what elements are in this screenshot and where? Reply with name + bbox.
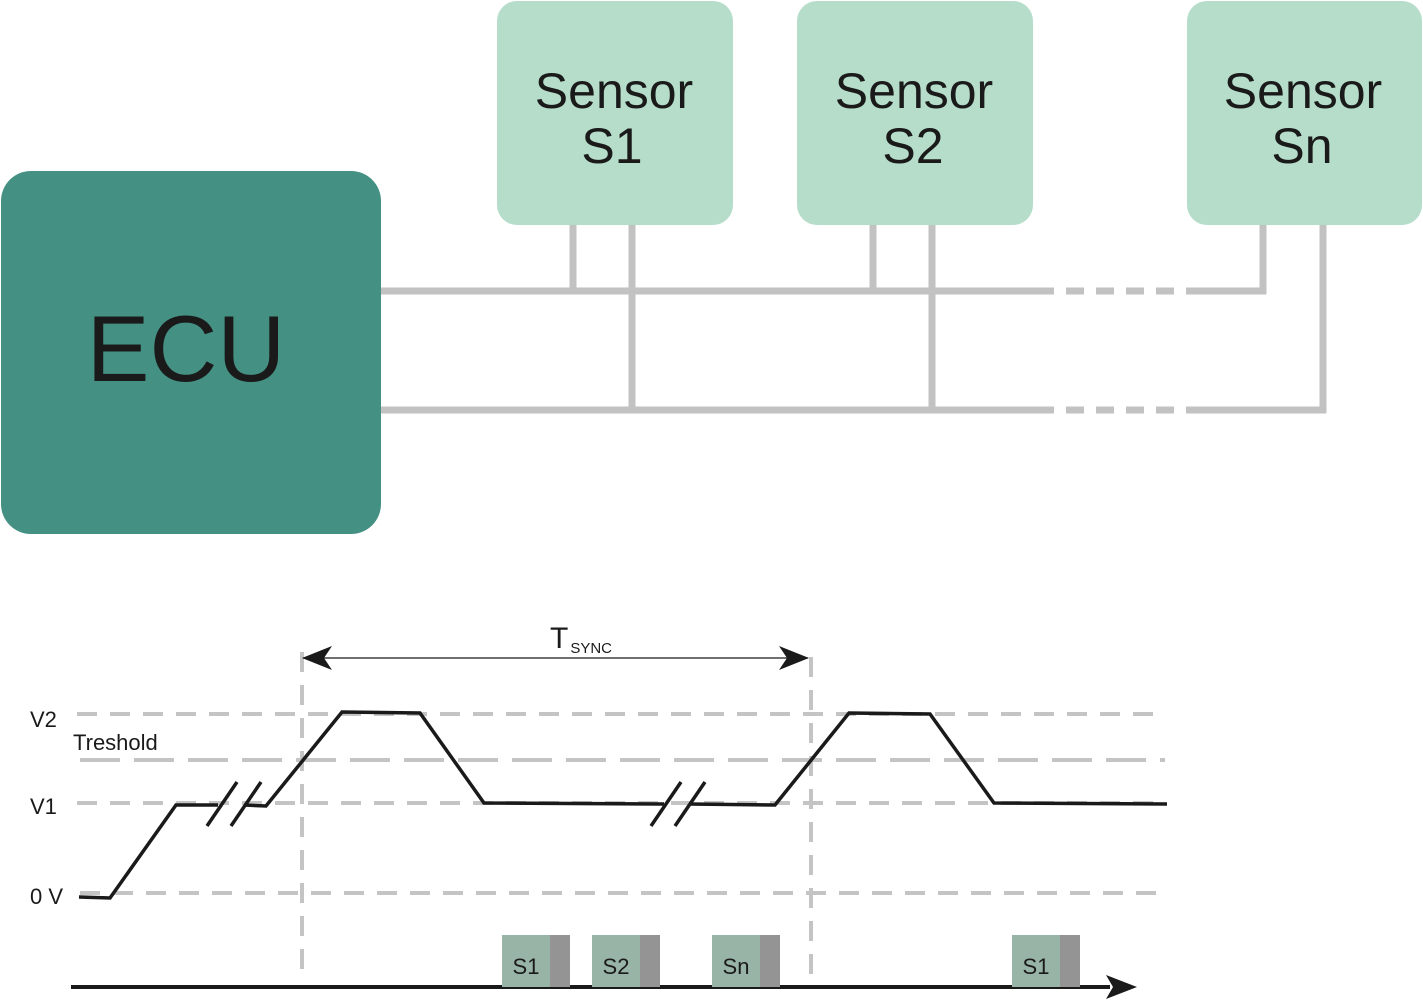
threshold-label: Treshold: [73, 730, 158, 755]
slot-body: [592, 935, 640, 987]
break-mark: [229, 781, 263, 827]
sensor-label-line2: Sn: [1271, 118, 1332, 174]
time-axis: [71, 975, 1137, 999]
tsync-label-main: T: [550, 622, 568, 655]
sensor-label-line1: Sensor: [1224, 63, 1382, 119]
slot-tail: [640, 935, 660, 987]
ecu-box: [1, 171, 381, 534]
waveform-segment-1: [78, 803, 218, 900]
waveform-segment-2: [243, 710, 665, 808]
time-slot-s2: S2: [592, 935, 660, 987]
slot-body: [712, 935, 760, 987]
sensor-box: [497, 1, 733, 225]
sensor-box: [1187, 1, 1422, 225]
sensor-label-line1: Sensor: [835, 63, 993, 119]
bus-lines: [380, 222, 1327, 414]
level-labels: V2 Treshold V1 0 V: [30, 707, 158, 909]
sensor-label-line1: Sensor: [535, 63, 693, 119]
time-slot-sn: Sn: [712, 935, 780, 987]
time-slots: S1 S2 Sn S1: [502, 935, 1080, 987]
time-slot-s1: S1: [502, 935, 570, 987]
tsync-label-sub: SYNC: [570, 640, 612, 657]
slot-label: S2: [603, 954, 630, 979]
slot-body: [1012, 935, 1060, 987]
v2-label: V2: [30, 707, 57, 732]
break-mark: [649, 781, 683, 827]
time-axis-arrowhead: [1106, 975, 1137, 999]
sensor-s2: Sensor S2: [797, 1, 1033, 225]
break-mark: [673, 781, 707, 827]
waveform-segment-3: [688, 711, 1168, 807]
signal-waveform: [78, 710, 1168, 900]
slot-label: S1: [513, 954, 540, 979]
sensor-sn: Sensor Sn: [1187, 1, 1422, 225]
slot-tail: [1060, 935, 1080, 987]
break-mark: [205, 781, 239, 827]
sensor-box: [797, 1, 1033, 225]
slot-tail: [550, 935, 570, 987]
sensor-label-line2: S2: [882, 118, 943, 174]
zero-label: 0 V: [30, 884, 63, 909]
slot-label: Sn: [723, 954, 750, 979]
sensor-label-line2: S1: [581, 118, 642, 174]
slot-body: [502, 935, 550, 987]
ecu-block: ECU: [1, 171, 381, 534]
slot-label: S1: [1023, 954, 1050, 979]
ecu-label: ECU: [87, 296, 285, 401]
time-slot-s1-next: S1: [1012, 935, 1080, 987]
sensor-s1: Sensor S1: [497, 1, 733, 225]
slot-tail: [760, 935, 780, 987]
v1-label: V1: [30, 794, 57, 819]
